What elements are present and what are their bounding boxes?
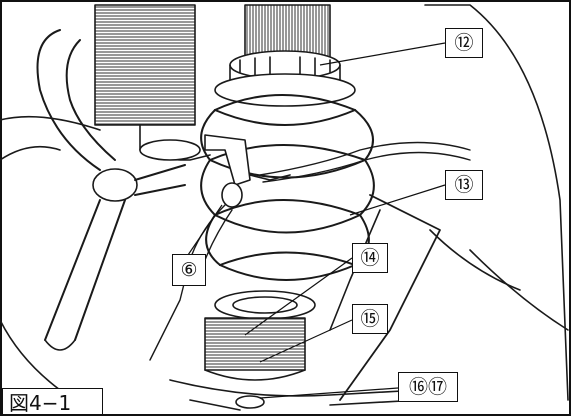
callout-13: ⑬ [445,170,483,200]
body-panel-left [0,115,101,131]
leader-lines [187,42,446,399]
lower-mount-bolt [235,395,265,409]
callout-15: ⑮ [352,304,388,334]
link-joint [92,168,138,202]
body-panel-right [424,4,569,401]
grommet [221,182,243,208]
left-shock-body [94,4,196,126]
left-shock-collar [139,139,201,161]
callout-6: ⑥ [172,254,206,286]
callout-12: ⑫ [445,28,483,58]
lower-arm [339,194,441,401]
callout-16-17: ⑯⑰ [398,372,458,402]
figure-label: 図4−1 [2,388,103,415]
callout-14: ⑭ [352,243,388,273]
dust-boot [204,317,306,371]
brake-hose [259,141,471,176]
stabilizer-bar [36,29,101,171]
coil-spring [200,94,375,281]
link-rod [44,199,126,341]
